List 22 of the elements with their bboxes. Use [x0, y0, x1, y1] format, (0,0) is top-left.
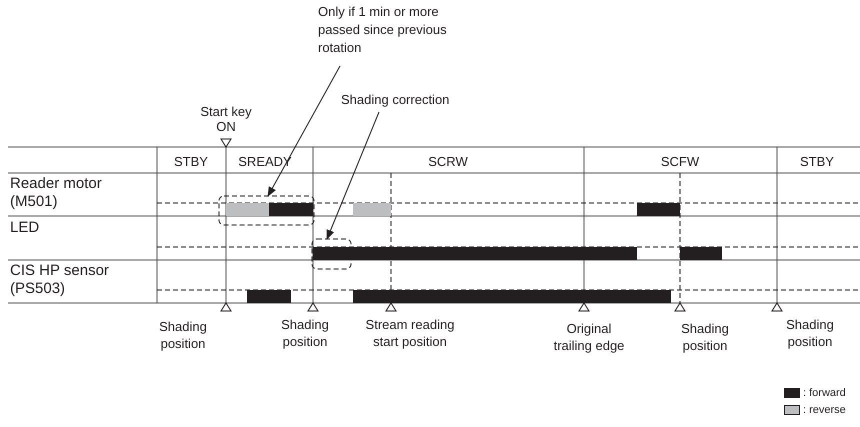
- legend-text: : forward: [803, 386, 846, 400]
- phase-label: SCRW: [427, 154, 469, 169]
- signal-name: Reader motor (M501): [10, 175, 103, 211]
- phase-label: SCFW: [660, 154, 700, 169]
- dashed-highlight-box: [218, 196, 314, 226]
- event-label: Start key ON: [199, 104, 253, 134]
- position-label: Shading position: [158, 318, 208, 352]
- leader-arrow: [326, 112, 380, 240]
- annotation-text: Shading correction: [341, 91, 450, 109]
- signal-name: CIS HP sensor (PS503): [10, 262, 110, 298]
- position-label: Shading position: [680, 320, 730, 354]
- dashed-highlight-box: [312, 238, 352, 270]
- position-label: Stream reading start position: [364, 316, 456, 350]
- leader-arrow: [268, 66, 340, 197]
- legend-text: : reverse: [803, 403, 846, 417]
- annotation-text: Only if 1 min or more passed since previous rotation: [318, 3, 448, 57]
- phase-label: STBY: [799, 154, 835, 169]
- signal-name: LED: [10, 219, 40, 237]
- position-label: Shading position: [785, 316, 835, 350]
- position-label: Original trailing edge: [552, 320, 626, 354]
- position-label: Shading position: [280, 316, 330, 350]
- phase-label: STBY: [173, 154, 209, 169]
